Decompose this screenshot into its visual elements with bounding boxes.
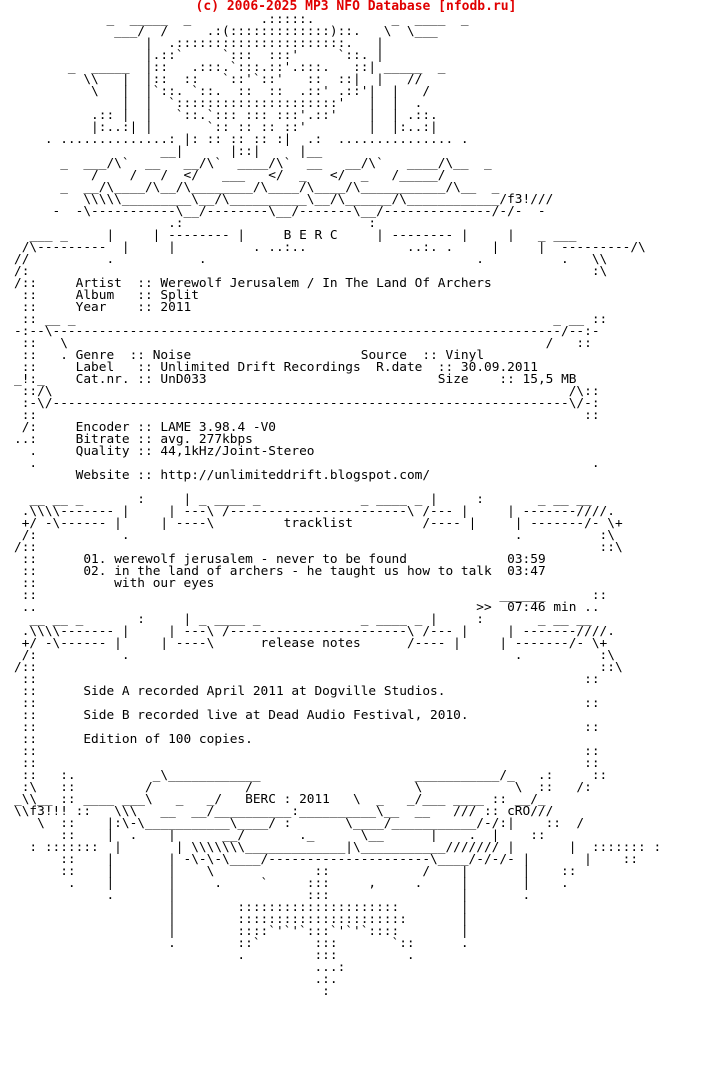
note-2: :: Side B recorded live at Dead Audio Fe…	[14, 708, 469, 723]
berc-title-line: ___ _ | | -------- | B E R C | -------- …	[14, 228, 577, 243]
header-logo-art: _ ___/\` __ __/\` ____/\` __ __/\` ____/…	[52, 156, 554, 231]
genre-value: Noise	[152, 348, 192, 363]
footer-tag-right: cRO///	[507, 804, 554, 819]
source-value: Vinyl	[445, 348, 485, 363]
track-time-2: 03:47	[507, 564, 546, 579]
encoder-row: /: Encoder :: LAME 3.98.4 -V0	[14, 420, 276, 435]
website-row: Website :: http://unlimiteddrift.blogspo…	[75, 468, 431, 483]
track-title-2-cont: with our eyes	[114, 576, 215, 591]
nfo-document: _ _____ _ .:::::. _ ____ _ ___/ / .:(:::…	[14, 14, 704, 998]
album-value: Split	[160, 288, 199, 303]
top-logo-art: _ _____ _ .:::::. _ ____ _ ___/ / .:(:::…	[44, 14, 469, 159]
year-value: 2011	[160, 300, 192, 315]
genre-row: :: . Genre :: Noise Source :: Vinyl	[14, 348, 485, 363]
track-time-1: 03:59	[507, 552, 546, 567]
label-row: :: Label :: Unlimited Drift Recordings R…	[14, 360, 538, 375]
total-row: .. >> 07:46 min ..	[14, 600, 600, 615]
rdate-value: 30.09.2011	[460, 360, 538, 375]
bitrate-row: ..: Bitrate :: avg. 277kbps	[14, 432, 253, 447]
footer-tag-left: \\f3!	[14, 804, 53, 819]
year-row: :: Year :: 2011	[14, 300, 192, 315]
artist-row: /:: Artist :: Werewolf Jerusalem / In Th…	[14, 276, 492, 291]
size-value: 15,5 MB	[522, 372, 577, 387]
catnr-row: _!:_ Cat.nr. :: UnD033 Size :: 15,5 MB	[14, 372, 577, 387]
quality-value: 44,1kHz/Joint-Stereo	[160, 444, 315, 459]
site-banner: (c) 2006-2025 MP3 NFO Database [nfodb.ru…	[195, 0, 517, 14]
track-title-1: werewolf jerusalem - never to be found	[114, 552, 407, 567]
label-value: Unlimited Drift Recordings	[160, 360, 361, 375]
tracklist-title: tracklist	[283, 516, 353, 531]
release-notes-title: release notes	[260, 636, 361, 651]
quality-row: . Quality :: 44,1kHz/Joint-Stereo	[14, 444, 315, 459]
bitrate-value: avg. 277kbps	[160, 432, 253, 447]
note-1: :: Side A recorded April 2011 at Dogvill…	[14, 684, 446, 699]
track-row-2: :: 02. in the land of archers - he taugh…	[14, 564, 546, 579]
artist-value: Werewolf Jerusalem / In The Land Of Arch…	[160, 276, 492, 291]
tracklist-header: +/ -\------ | | ----\ tracklist /---- | …	[14, 516, 623, 531]
total-time: 07:46 min	[507, 600, 577, 615]
encoder-value: LAME 3.98.4 -V0	[160, 420, 276, 435]
album-row: :: Album :: Split	[14, 288, 199, 303]
catnr-value: UnD033	[160, 372, 207, 387]
footer-logo-line: _\\__ :: ____ ___\ _ _/ BERC : 2011 \ _ …	[14, 792, 546, 807]
footer-title: BERC : 2011	[245, 792, 330, 807]
track-title-2: in the land of archers - he taught us ho…	[114, 564, 492, 579]
website-link[interactable]: http://unlimiteddrift.blogspot.com/	[160, 468, 431, 483]
note-3: :: Edition of 100 copies.	[14, 732, 253, 747]
release-notes-header: +/ -\------ | | ----\ release notes /---…	[14, 636, 608, 651]
berc-title: B E R C	[283, 228, 338, 243]
track-row-1: :: 01. werewolf jerusalem - never to be …	[14, 552, 546, 567]
